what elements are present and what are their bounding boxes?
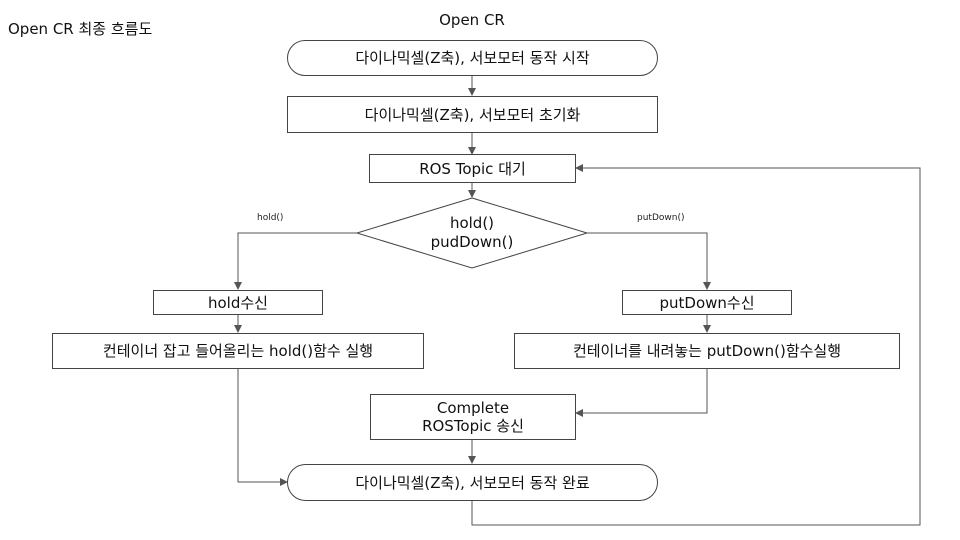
arrow-put-action-to-complete bbox=[575, 369, 708, 417]
end-node: 다이나믹셀(Z축), 서보모터 동작 완료 bbox=[287, 464, 658, 501]
complete-node: Complete ROSTopic 송신 bbox=[370, 394, 576, 440]
diagram-header: Open CR bbox=[439, 11, 505, 29]
loop-back-to-wait bbox=[471, 164, 921, 526]
hold-action-node: 컨테이너 잡고 들어올리는 hold()함수 실행 bbox=[52, 333, 424, 369]
decision-label-hold: hold() bbox=[449, 213, 495, 232]
hold-action-suffix: 함수 실행 bbox=[313, 342, 374, 360]
put-recv-node: putDown수신 bbox=[622, 290, 792, 315]
start-node: 다이나믹셀(Z축), 서보모터 동작 시작 bbox=[287, 40, 658, 76]
hold-recv-node: hold수신 bbox=[153, 290, 323, 315]
init-node: 다이나믹셀(Z축), 서보모터 초기화 bbox=[287, 96, 658, 133]
put-action-func: putDown() bbox=[706, 342, 786, 360]
document-title: Open CR 최종 흐름도 bbox=[8, 20, 153, 38]
rostopic-send-label: ROSTopic 송신 bbox=[422, 417, 524, 435]
complete-label: Complete bbox=[436, 399, 510, 417]
edge-label-putdown: putDown() bbox=[637, 213, 685, 223]
decision-diamond bbox=[355, 197, 589, 269]
put-action-text: 컨테이너를 내려놓는 bbox=[572, 342, 707, 360]
wait-node: ROS Topic 대기 bbox=[369, 154, 576, 183]
arrow-hold-action-to-end bbox=[237, 369, 288, 486]
arrow-decision-to-put bbox=[587, 232, 711, 290]
arrow-decision-to-hold bbox=[234, 232, 357, 290]
decision-label-putdown: pudDown() bbox=[430, 233, 514, 251]
hold-action-func: hold() bbox=[269, 342, 314, 360]
edge-label-hold: hold() bbox=[257, 213, 284, 223]
put-action-node: 컨테이너를 내려놓는 putDown()함수실행 bbox=[514, 333, 900, 369]
hold-action-text: 컨테이너 잡고 들어올리는 bbox=[102, 342, 270, 360]
put-action-suffix: 함수실행 bbox=[785, 342, 842, 360]
decision-node: hold() pudDown() bbox=[407, 208, 537, 258]
